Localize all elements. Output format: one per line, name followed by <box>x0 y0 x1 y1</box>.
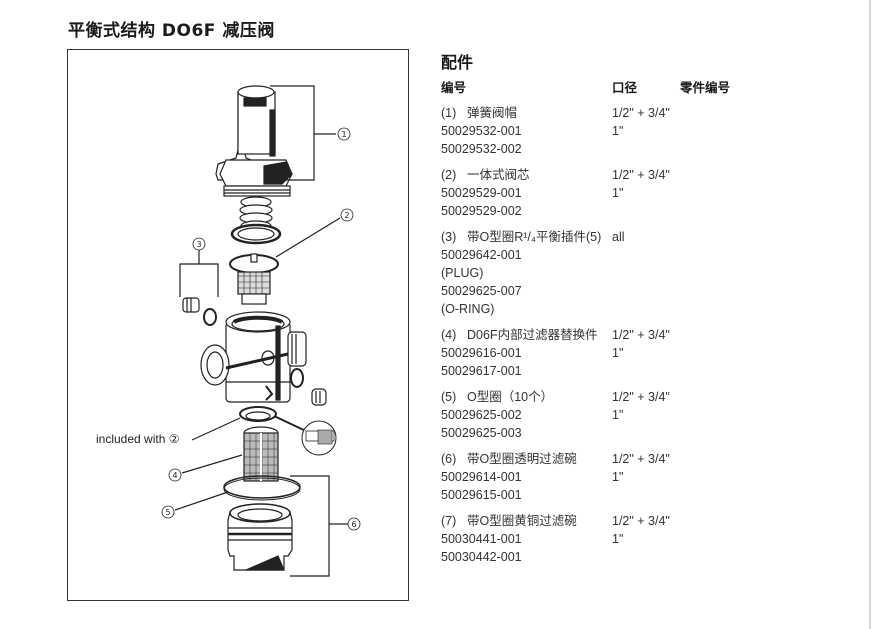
part-number: 50029642-001 <box>441 248 522 262</box>
part-row-name: D06F内部过滤器替换件 <box>467 328 598 342</box>
part-number: 50029625-007 <box>441 284 522 298</box>
part-row-name: 带O型圈黄铜过滤碗 <box>467 514 577 528</box>
part-row-name: 弹簧阀帽 <box>467 106 518 120</box>
part-size: 1" <box>612 346 624 360</box>
page-title: 平衡式结构 DO6F 减压阀 <box>68 21 275 41</box>
callout-3: 3 <box>192 237 206 251</box>
callout-1: 1 <box>337 127 351 141</box>
svg-text:2: 2 <box>344 211 349 220</box>
part-number: 50029532-001 <box>441 124 522 138</box>
svg-text:3: 3 <box>196 240 201 249</box>
part-size: 1/2" + 3/4" <box>612 390 670 404</box>
part-number: (PLUG) <box>441 266 484 280</box>
svg-text:6: 6 <box>351 520 356 529</box>
part-number: 50029529-002 <box>441 204 522 218</box>
part-row-part-numbers: 50029616-001 50029617-001 <box>441 344 821 380</box>
included-with-label: included with ② <box>96 432 180 446</box>
callout-5: 5 <box>161 505 175 519</box>
part-size: 1" <box>612 408 624 422</box>
part-number: 50029625-002 <box>441 408 522 422</box>
part-size: 1" <box>612 470 624 484</box>
part-row-sizes: 1/2" + 3/4" 1" <box>612 326 670 362</box>
part-row-name: O型圈（10个） <box>467 390 554 404</box>
part-number: 50029614-001 <box>441 470 522 484</box>
part-row-part-numbers: 50029614-001 50029615-001 <box>441 468 821 504</box>
part-number: 50029529-001 <box>441 186 522 200</box>
part-size: 1/2" + 3/4" <box>612 452 670 466</box>
cartridge-part <box>229 253 279 305</box>
page-edge-rule <box>869 0 871 629</box>
part-number: 50029616-001 <box>441 346 522 360</box>
part-size: 1/2" + 3/4" <box>612 168 670 182</box>
part-size: 1/2" + 3/4" <box>612 106 670 120</box>
svg-text:4: 4 <box>172 471 177 480</box>
part-row-number: (2) <box>441 168 457 182</box>
column-header-part-number: 零件编号 <box>680 80 731 95</box>
part-row-part-numbers: 50029625-002 50029625-003 <box>441 406 821 442</box>
part-number: (O-RING) <box>441 302 495 316</box>
part-number: 50029532-002 <box>441 142 522 156</box>
part-row-number: (7) <box>441 514 457 528</box>
part-row-name: 带O型圈透明过滤碗 <box>467 452 577 466</box>
svg-text:1: 1 <box>341 130 346 139</box>
part-row-part-numbers: 50029642-001 (PLUG) 50029625-007 (O-RING) <box>441 246 821 318</box>
part-size: 1/2" + 3/4" <box>612 328 670 342</box>
part-size: 1" <box>612 124 624 138</box>
filter-bowl-part <box>227 503 293 571</box>
part-row-part-numbers: 50029532-001 50029532-002 <box>441 122 821 158</box>
part-row-number: (3) <box>441 230 457 244</box>
part-size: 1" <box>612 532 624 546</box>
part-row-sizes: all <box>612 228 625 246</box>
callout-2: 2 <box>340 208 354 222</box>
valve-body-part <box>200 311 307 403</box>
callout-4: 4 <box>168 468 182 482</box>
part-size: 1/2" + 3/4" <box>612 514 670 528</box>
part-row-sizes: 1/2" + 3/4" 1" <box>612 166 670 202</box>
part-number: 50029625-003 <box>441 426 522 440</box>
part-row-part-numbers: 50029529-001 50029529-002 <box>441 184 821 220</box>
part-row-sizes: 1/2" + 3/4" 1" <box>612 104 670 140</box>
part-row-number: (1) <box>441 106 457 120</box>
spring-bonnet-part <box>215 85 293 232</box>
column-header-size: 口径 <box>612 80 638 95</box>
part-size: all <box>612 230 625 244</box>
callout-6: 6 <box>347 517 361 531</box>
balance-plug-part <box>182 297 217 326</box>
part-row-number: (4) <box>441 328 457 342</box>
parts-section-title: 配件 <box>441 53 474 72</box>
part-row-name: 带O型圈R¹/₄平衡插件(5) <box>467 230 602 244</box>
part-row-sizes: 1/2" + 3/4" 1" <box>612 512 670 548</box>
part-row-number: (5) <box>441 390 457 404</box>
part-row-sizes: 1/2" + 3/4" 1" <box>612 388 670 424</box>
exploded-view-figure: 1 2 3 4 5 6 included with ② <box>67 49 409 601</box>
part-row-number: (6) <box>441 452 457 466</box>
part-row-sizes: 1/2" + 3/4" 1" <box>612 450 670 486</box>
svg-text:5: 5 <box>165 508 170 517</box>
column-header-number: 编号 <box>441 80 467 95</box>
part-row-name: 一体式阀芯 <box>467 168 530 182</box>
part-number: 50029617-001 <box>441 364 522 378</box>
filter-insert-part <box>243 426 279 482</box>
part-number: 50029615-001 <box>441 488 522 502</box>
part-number: 50030441-001 <box>441 532 522 546</box>
exploded-view-drawing: 1 2 3 4 5 6 <box>161 85 361 577</box>
part-size: 1" <box>612 186 624 200</box>
part-number: 50030442-001 <box>441 550 522 564</box>
part-row-part-numbers: 50030441-001 50030442-001 <box>441 530 821 566</box>
